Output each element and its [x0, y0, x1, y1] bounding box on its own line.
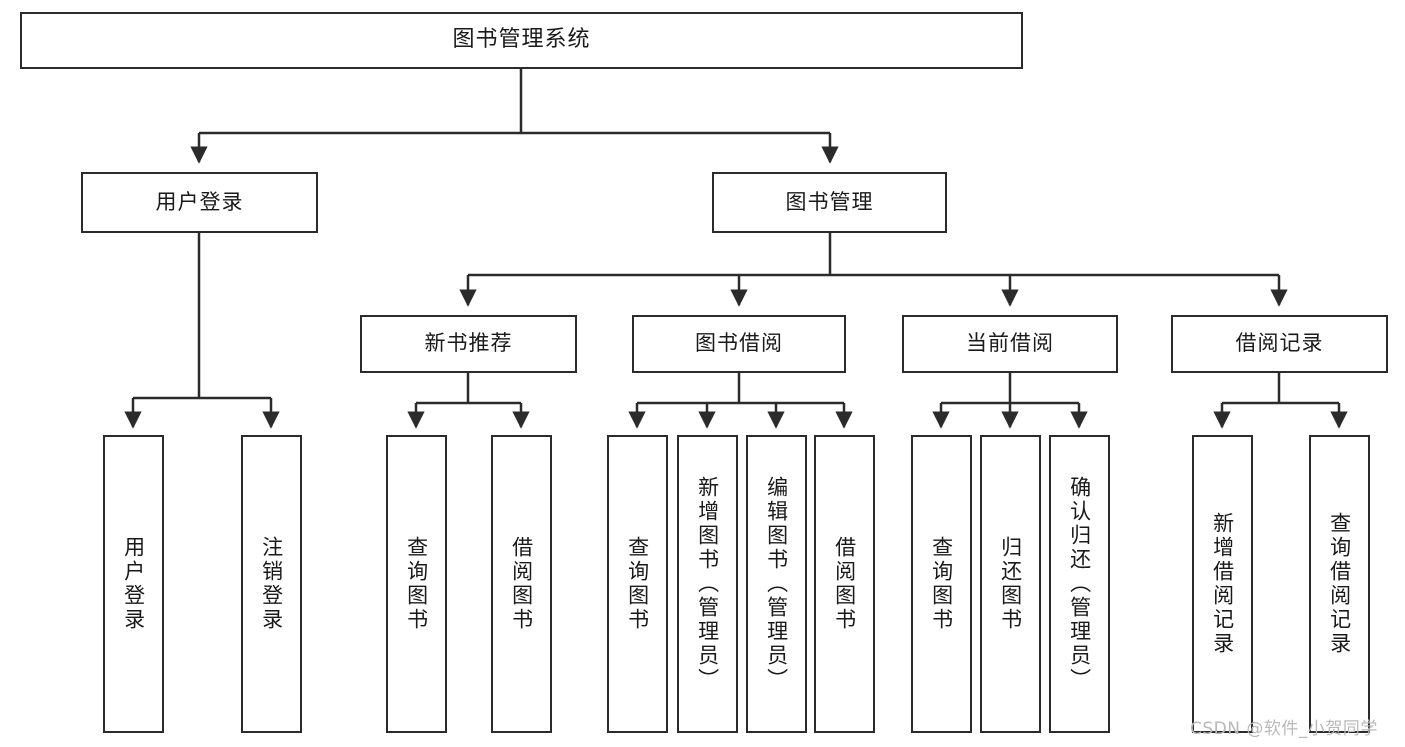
node-user-login[interactable]: 用户登录: [81, 172, 318, 233]
leaf-recommend-query-book[interactable]: 查询图书: [386, 435, 447, 733]
leaf-record-add-record[interactable]: 新增借阅记录: [1192, 435, 1253, 733]
leaf-borrow-add-book-admin[interactable]: 新增图书（管理员）: [677, 435, 738, 733]
leaf-label: 确认归还（管理员）: [1067, 476, 1092, 692]
leaf-current-return-book[interactable]: 归还图书: [980, 435, 1041, 733]
leaf-label: 编辑图书（管理员）: [764, 476, 789, 692]
leaf-record-query-record[interactable]: 查询借阅记录: [1309, 435, 1370, 733]
leaf-user-login-login[interactable]: 用户登录: [103, 435, 164, 733]
node-root-system[interactable]: 图书管理系统: [20, 12, 1023, 69]
leaf-label: 注销登录: [259, 536, 284, 632]
node-current-borrow[interactable]: 当前借阅: [902, 315, 1118, 373]
leaf-label: 查询图书: [929, 536, 954, 632]
leaf-label: 查询图书: [404, 536, 429, 632]
leaf-borrow-query-book[interactable]: 查询图书: [607, 435, 668, 733]
leaf-current-query-book[interactable]: 查询图书: [911, 435, 972, 733]
leaf-label: 归还图书: [998, 536, 1023, 632]
leaf-label: 新增图书（管理员）: [695, 476, 720, 692]
leaf-current-confirm-return-admin[interactable]: 确认归还（管理员）: [1049, 435, 1110, 733]
watermark-text: CSDN @软件_小贺同学: [1190, 719, 1378, 739]
leaf-label: 用户登录: [121, 536, 146, 632]
leaf-label: 借阅图书: [509, 536, 534, 632]
leaf-label: 借阅图书: [832, 536, 857, 632]
leaf-label: 新增借阅记录: [1210, 512, 1235, 656]
node-book-management[interactable]: 图书管理: [712, 172, 947, 233]
node-borrow-record[interactable]: 借阅记录: [1171, 315, 1388, 373]
leaf-user-login-logout[interactable]: 注销登录: [241, 435, 302, 733]
leaf-recommend-borrow-book[interactable]: 借阅图书: [491, 435, 552, 733]
node-book-borrow[interactable]: 图书借阅: [632, 315, 846, 373]
node-new-book-recommend[interactable]: 新书推荐: [360, 315, 577, 373]
leaf-label: 查询图书: [625, 536, 650, 632]
leaf-label: 查询借阅记录: [1327, 512, 1352, 656]
leaf-borrow-edit-book-admin[interactable]: 编辑图书（管理员）: [746, 435, 807, 733]
leaf-borrow-borrow-book[interactable]: 借阅图书: [814, 435, 875, 733]
